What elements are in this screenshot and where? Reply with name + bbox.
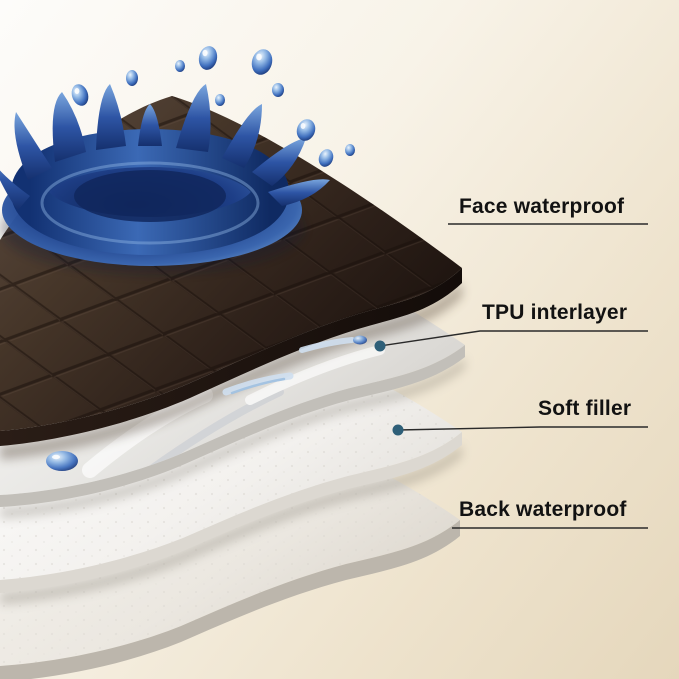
pointer-dot-soft — [392, 424, 404, 436]
leader-line-tpu — [379, 330, 648, 347]
label-tpu-interlayer: TPU interlayer — [482, 301, 628, 324]
leader-line-soft — [397, 426, 648, 431]
label-face-waterproof: Face waterproof — [459, 195, 625, 218]
label-soft-filler: Soft filler — [538, 397, 632, 420]
splash-droplets — [71, 46, 355, 167]
pointer-dot-tpu — [374, 340, 386, 352]
shadow-under-face — [0, 282, 462, 460]
water-splash — [0, 46, 355, 274]
shadow-under-tpu — [0, 357, 465, 519]
surface-water-drops — [46, 335, 367, 471]
splash-crown-spikes — [0, 84, 330, 210]
label-back-waterproof: Back waterproof — [459, 498, 627, 521]
shadow-under-soft-filler — [0, 444, 462, 605]
leader-lines — [379, 223, 648, 529]
